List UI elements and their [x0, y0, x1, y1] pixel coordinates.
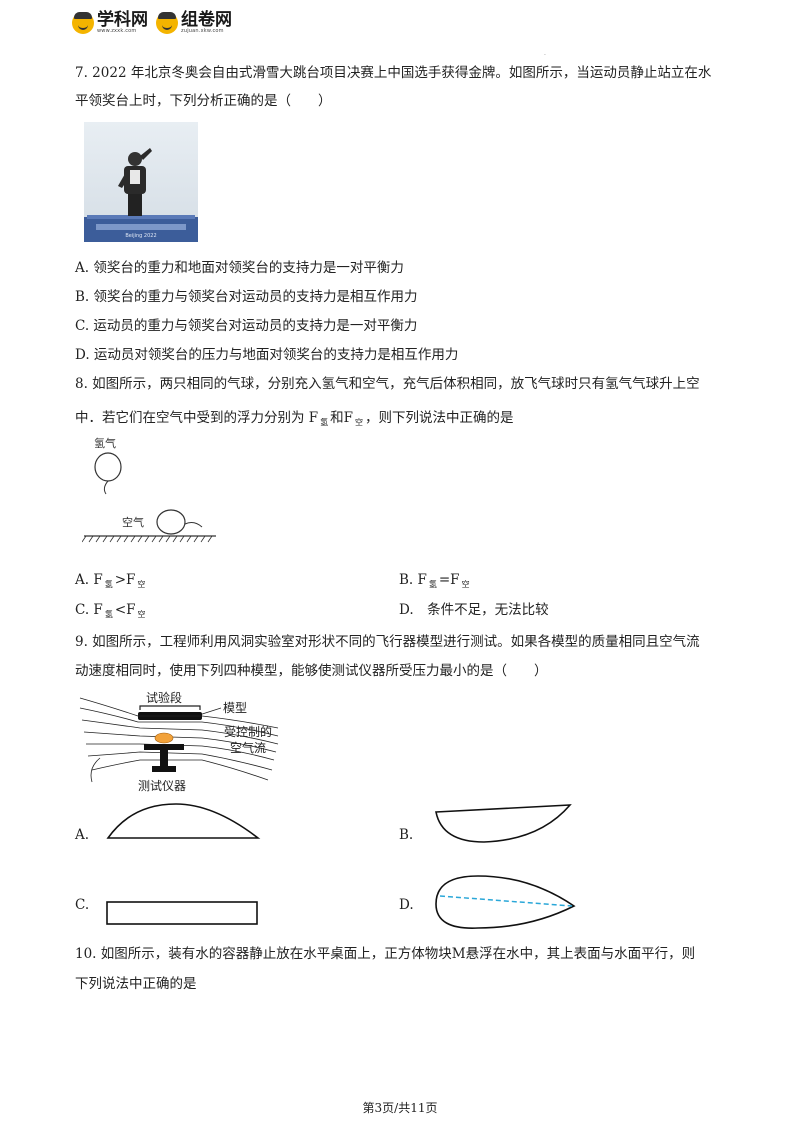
label-airflow-line1: 受控制的: [224, 724, 272, 739]
q7-stem-line1: 7. 2022 年北京冬奥会自由式滑雪大跳台项目决赛上中国选手获得金牌。如图所示…: [75, 65, 712, 81]
logo-url: www.zxxk.com: [97, 28, 137, 34]
q9-shape-a-airfoil[interactable]: [104, 800, 264, 844]
q7-option-b[interactable]: B. 领奖台的重力与领奖台对运动员的支持力是相互作用力: [75, 289, 418, 305]
q10-stem-line2: 下列说法中正确的是: [75, 976, 197, 992]
label-instrument: 测试仪器: [138, 778, 186, 793]
q9-shape-c-rectangle[interactable]: [104, 898, 260, 928]
q9-wind-tunnel-figure: 试验段 模型 受控制的 空气流 测试仪器: [79, 690, 279, 793]
q7-stem-line2: 平领奖台上时，下列分析正确的是（ ）: [75, 93, 332, 109]
q9-stem-line2: 动速度相同时，使用下列四种模型，能够使测试仪器所受压力最小的是（ ）: [75, 663, 548, 679]
q10-stem-line1: 10. 如图所示，装有水的容器静止放在水平桌面上，正方体物块M悬浮在水中，其上表…: [75, 946, 696, 962]
q8-option-d[interactable]: D. 条件不足，无法比较: [399, 602, 549, 618]
logo-name: 学科网: [97, 10, 148, 30]
page-number: 第3页/共11页: [362, 1101, 438, 1115]
q9-option-b-label[interactable]: B.: [399, 827, 414, 843]
q9-stem-line1: 9. 如图所示，工程师利用风洞实验室对形状不同的飞行器模型进行测试。如果各模型的…: [75, 634, 700, 650]
q9-option-d-label[interactable]: D.: [399, 897, 414, 913]
mascot-icon: [72, 12, 94, 34]
q9-shape-d-symmetric-airfoil[interactable]: [430, 872, 578, 932]
q8-balloon-figure: 氢气 空气: [82, 436, 216, 543]
label-hydrogen: 氢气: [94, 436, 116, 450]
logo-url: zujuan.xkw.com: [181, 28, 224, 34]
zxxk-logo[interactable]: 学科网 www.zxxk.com: [72, 12, 148, 34]
logo-name: 组卷网: [181, 10, 232, 30]
q7-option-a[interactable]: A. 领奖台的重力和地面对领奖台的支持力是一对平衡力: [75, 260, 404, 276]
label-test-section: 试验段: [146, 690, 182, 705]
label-airflow-line2: 空气流: [230, 740, 266, 755]
q8-stem-line1: 8. 如图所示，两只相同的气球，分别充入氢气和空气，充气后体积相同，放飞气球时只…: [75, 376, 700, 392]
label-air: 空气: [122, 515, 144, 529]
q7-option-d[interactable]: D. 运动员对领奖台的压力与地面对领奖台的支持力是相互作用力: [75, 347, 459, 363]
q7-podium-photo: Beijing 2022: [84, 122, 198, 242]
q9-shape-b-inverted-airfoil[interactable]: [430, 800, 575, 848]
q7-option-c[interactable]: C. 运动员的重力与领奖台对运动员的支持力是一对平衡力: [75, 318, 418, 334]
mascot-icon: [156, 12, 178, 34]
label-model: 模型: [223, 701, 247, 715]
q9-option-c-label[interactable]: C.: [75, 897, 90, 913]
photo-caption: Beijing 2022: [125, 233, 156, 239]
q9-option-a-label[interactable]: A.: [75, 827, 90, 843]
header-logos: 学科网 www.zxxk.com 组卷网 zujuan.xkw.com: [72, 12, 232, 34]
zujuan-logo[interactable]: 组卷网 zujuan.xkw.com: [156, 12, 232, 34]
stray-dot: .: [544, 50, 546, 57]
